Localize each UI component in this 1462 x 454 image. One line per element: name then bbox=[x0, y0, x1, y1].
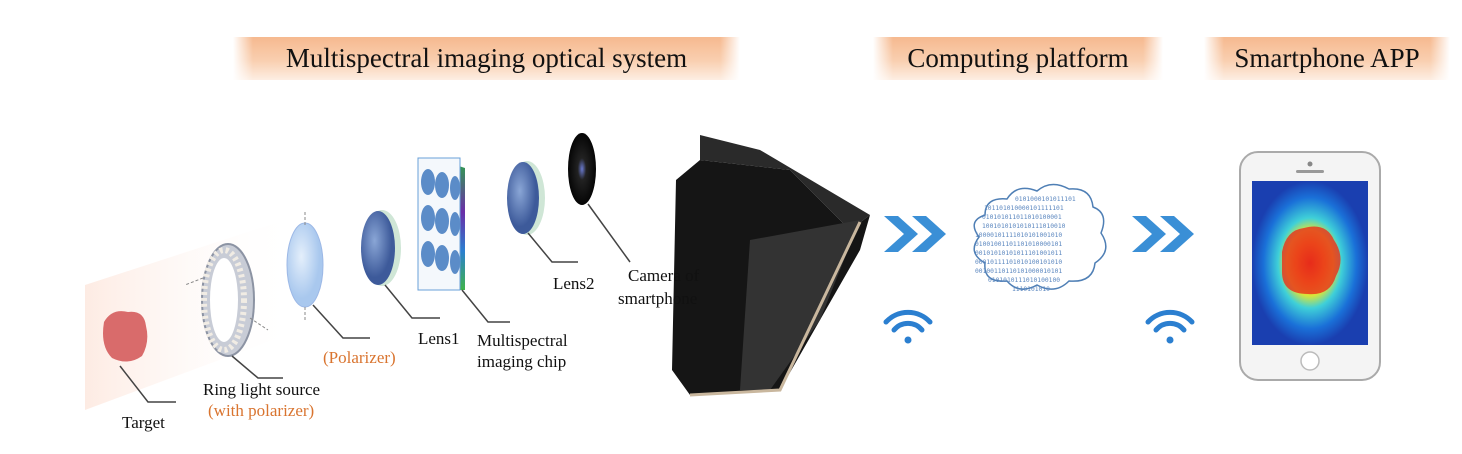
polarizer-icon bbox=[286, 222, 324, 308]
wifi-icon bbox=[1145, 309, 1195, 344]
binary-line: 0101010111010100100 bbox=[988, 277, 1060, 284]
leader-line-ring bbox=[231, 355, 283, 379]
data-flow-arrows-icon bbox=[884, 216, 946, 252]
label-chip-line2: imaging chip bbox=[477, 352, 567, 371]
header-text: Multispectral imaging optical system bbox=[285, 43, 688, 73]
multispectral-chip-icon bbox=[417, 157, 465, 291]
binary-line: 101101010000101111101 bbox=[984, 205, 1064, 212]
leader-line-lens1 bbox=[384, 284, 440, 319]
leader-line-polarizer bbox=[312, 304, 370, 339]
label-lens2: Lens2 bbox=[553, 274, 595, 293]
label-target: Target bbox=[122, 413, 165, 432]
rotation-arrow bbox=[184, 277, 204, 286]
header-smartphone-app: Smartphone APP bbox=[1204, 37, 1450, 80]
header-text: Smartphone APP bbox=[1234, 43, 1420, 73]
label-camera-line1: Camera of bbox=[628, 266, 700, 285]
label-ring-light-note: (with polarizer) bbox=[208, 401, 315, 420]
lens2-icon bbox=[507, 162, 539, 234]
rotation-arrow bbox=[249, 317, 269, 331]
binary-line: 010101011011010100001 bbox=[982, 214, 1062, 221]
header-optical-system: Multispectral imaging optical system bbox=[233, 37, 740, 80]
smartphone-icon bbox=[1239, 151, 1381, 381]
wifi-icon bbox=[883, 309, 933, 344]
lens1-icon bbox=[361, 211, 395, 285]
label-polarizer: (Polarizer) bbox=[323, 348, 396, 367]
binary-line: 1110101010 bbox=[1012, 286, 1050, 293]
binary-line: 1001010101010111010010 bbox=[982, 223, 1066, 230]
binary-line: 00101010101011101001011 bbox=[975, 250, 1062, 257]
binary-line: 00010111101010100101010 bbox=[975, 259, 1062, 266]
home-button bbox=[1300, 351, 1320, 371]
ring-light-icon bbox=[201, 243, 255, 357]
leader-line-camera bbox=[587, 203, 631, 263]
label-lens1: Lens1 bbox=[418, 329, 460, 348]
leader-line-chip bbox=[461, 289, 510, 323]
target-icon bbox=[103, 311, 148, 362]
header-computing-platform: Computing platform bbox=[873, 37, 1163, 80]
binary-line: 10000101111010101001010 bbox=[975, 232, 1062, 239]
cloud-computing-icon: 0101000101011101 101101010000101111101 0… bbox=[973, 183, 1107, 293]
header-text: Computing platform bbox=[907, 43, 1129, 73]
binary-line: 01001001101101010000101 bbox=[975, 241, 1062, 248]
label-chip-line1: Multispectral bbox=[477, 331, 568, 350]
binary-line: 00100110110101000010101 bbox=[975, 268, 1062, 275]
leader-line-target bbox=[119, 365, 176, 403]
smartphone-attachment-device bbox=[672, 135, 870, 397]
binary-line: 0101000101011101 bbox=[1015, 196, 1076, 203]
label-ring-light: Ring light source bbox=[203, 380, 321, 399]
leader-line-lens2 bbox=[527, 232, 578, 263]
data-flow-arrows-icon bbox=[1132, 216, 1194, 252]
label-camera-line2: smartphone bbox=[618, 289, 698, 308]
smartphone-camera-icon bbox=[568, 133, 596, 205]
